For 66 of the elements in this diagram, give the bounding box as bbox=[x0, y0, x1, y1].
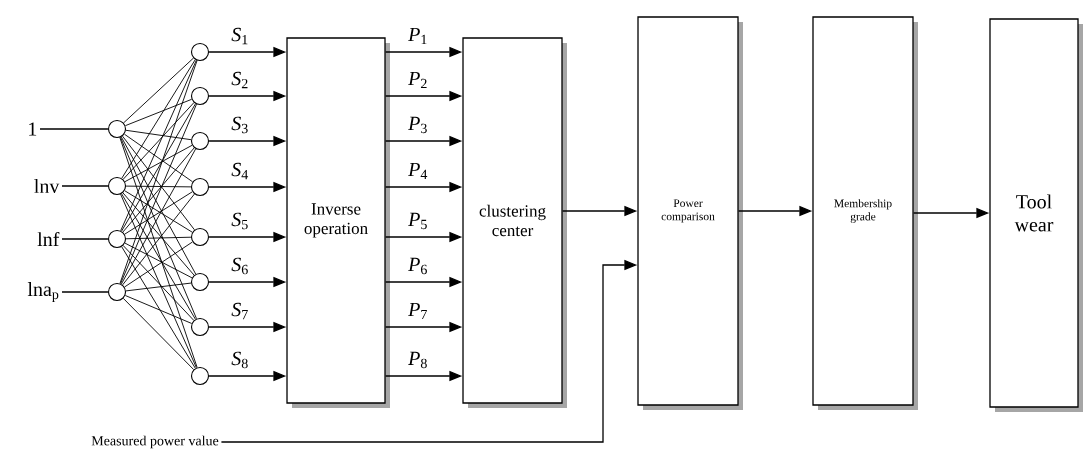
edge-label: P$_{8}$ bbox=[408, 351, 427, 369]
neuron-circle bbox=[190, 272, 210, 292]
neuron-circle bbox=[107, 176, 127, 196]
neuron-circle bbox=[190, 366, 210, 386]
connection-line bbox=[125, 185, 192, 188]
edge-label: S$_{5}$ bbox=[231, 212, 248, 230]
connection-line bbox=[123, 57, 194, 124]
neuron-circle bbox=[107, 119, 127, 139]
process-box: Membership grade bbox=[812, 16, 918, 410]
connection-line bbox=[121, 103, 196, 232]
connection-line bbox=[120, 193, 197, 369]
neuron-circle bbox=[190, 131, 210, 151]
connection-line bbox=[124, 242, 193, 279]
connection-line bbox=[122, 102, 195, 180]
connection-line bbox=[125, 282, 192, 292]
process-box: clustering center bbox=[462, 37, 567, 408]
connection-line bbox=[124, 295, 193, 324]
edge-label: S$_{7}$ bbox=[231, 302, 248, 320]
connection-line bbox=[121, 246, 196, 369]
connection-line bbox=[122, 245, 195, 321]
process-box: Tool wear bbox=[989, 18, 1083, 412]
neuron-circle bbox=[107, 282, 127, 302]
input-label: 1 bbox=[29, 122, 37, 136]
connection-line bbox=[121, 193, 196, 320]
connection-line bbox=[125, 236, 192, 240]
input-label: Measured power value bbox=[91, 435, 219, 449]
input-label: lnv bbox=[34, 178, 60, 193]
edge-label: P$_{1}$ bbox=[408, 27, 427, 45]
connection-line bbox=[120, 59, 197, 232]
connection-line bbox=[120, 103, 197, 285]
connection-line bbox=[122, 297, 195, 370]
process-box: Inverse operation bbox=[286, 37, 390, 408]
process-box: Power comparison bbox=[637, 16, 743, 410]
edge-label: P$_{4}$ bbox=[408, 162, 428, 180]
neuron-circle bbox=[190, 177, 210, 197]
edge-label: P$_{3}$ bbox=[408, 116, 427, 134]
edge-label: P$_{2}$ bbox=[408, 71, 427, 89]
connection-line bbox=[120, 136, 197, 320]
input-label: lna$_{p}$ bbox=[27, 282, 59, 302]
input-label: lnf bbox=[37, 231, 60, 247]
connection-line bbox=[61, 291, 109, 293]
neuron-circle bbox=[190, 42, 210, 62]
edge-label: S$_{2}$ bbox=[231, 71, 248, 89]
connection-line bbox=[121, 59, 196, 179]
connection-line bbox=[124, 133, 194, 183]
neuron-circle bbox=[190, 227, 210, 247]
connection-line bbox=[61, 238, 109, 240]
connection-line bbox=[125, 129, 192, 141]
connection-line bbox=[39, 128, 109, 130]
edge-label: S$_{3}$ bbox=[231, 116, 248, 134]
edge-label: P$_{7}$ bbox=[408, 302, 427, 320]
edge-label: S$_{1}$ bbox=[231, 27, 248, 45]
neuron-circle bbox=[190, 317, 210, 337]
connection-line bbox=[124, 98, 193, 127]
edge-label: P$_{6}$ bbox=[408, 257, 427, 275]
neuron-circle bbox=[190, 86, 210, 106]
edge-label: P$_{5}$ bbox=[408, 212, 427, 230]
edge-label: S$_{4}$ bbox=[231, 162, 249, 180]
connection-line bbox=[124, 144, 193, 183]
connection-line bbox=[61, 185, 109, 187]
neuron-circle bbox=[107, 229, 127, 249]
connection-line bbox=[124, 241, 193, 288]
connection-line bbox=[119, 137, 198, 368]
connection-line bbox=[119, 60, 198, 284]
edge-label: S$_{8}$ bbox=[231, 351, 248, 369]
edge-label: S$_{6}$ bbox=[231, 257, 248, 275]
